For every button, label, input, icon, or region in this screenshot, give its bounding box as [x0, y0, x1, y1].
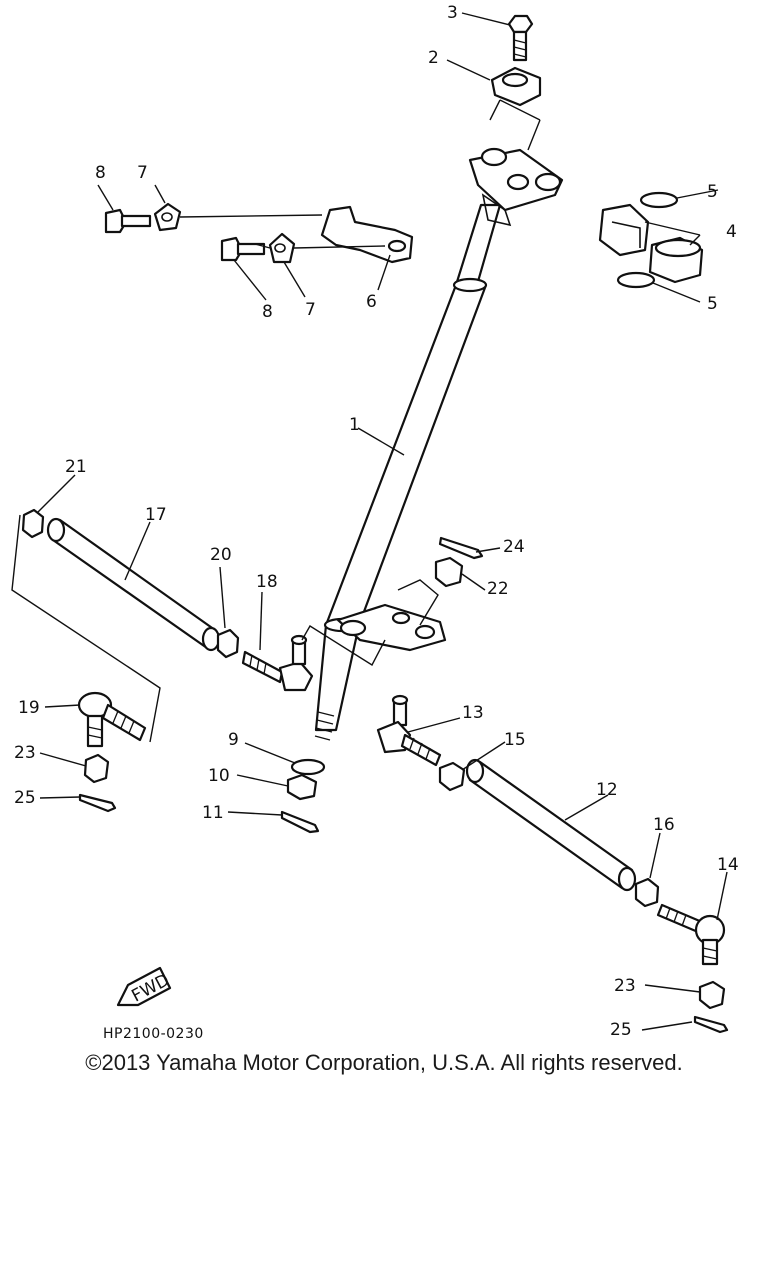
- callout-20: 20: [210, 545, 232, 565]
- column-bushing-upper: [598, 203, 650, 257]
- callout-18: 18: [256, 572, 278, 592]
- column-top-plate: [468, 147, 564, 227]
- callout-8-upper: 8: [95, 163, 106, 183]
- callout-14: 14: [717, 855, 739, 875]
- cotter-pin-11: [280, 810, 320, 834]
- callout-21: 21: [65, 457, 87, 477]
- castle-nut-10: [286, 773, 318, 801]
- callout-22: 22: [487, 579, 509, 599]
- callout-24: 24: [503, 537, 525, 557]
- castle-nut-22: [434, 556, 464, 588]
- callout-17: 17: [145, 505, 167, 525]
- callout-25-left: 25: [14, 788, 36, 808]
- callout-12: 12: [596, 780, 618, 800]
- cotter-pin-25-right: [693, 1015, 729, 1034]
- tie-rod-right: [465, 758, 637, 892]
- callout-7-upper: 7: [137, 163, 148, 183]
- callout-23-left: 23: [14, 743, 36, 763]
- callout-6: 6: [366, 292, 377, 312]
- callout-25-right: 25: [610, 1020, 632, 1040]
- cotter-pin-25-left: [78, 793, 117, 813]
- cotter-pin-24: [438, 536, 484, 560]
- callout-labels: 3 2 5 4 5 8 7 8 7 6 1 24 22 21 17 20 18 …: [14, 3, 739, 1040]
- clamp-bolt-upper: [104, 208, 152, 234]
- callout-11: 11: [202, 803, 224, 823]
- steering-column: [314, 203, 502, 741]
- locknut-15: [438, 761, 466, 792]
- steering-assembly-diagram: FWD 3 2: [11, 3, 739, 1040]
- column-bushing-lower: [648, 236, 704, 284]
- callout-2: 2: [428, 48, 439, 68]
- fwd-arrow-icon: FWD: [116, 966, 173, 1007]
- pitman-arm-plate: [336, 603, 447, 652]
- callout-1: 1: [349, 415, 360, 435]
- callout-19: 19: [18, 698, 40, 718]
- callout-3: 3: [447, 3, 458, 23]
- castle-nut-23-right: [698, 980, 726, 1010]
- plate-washer-9: [290, 758, 326, 776]
- locknut-21: [21, 508, 45, 539]
- oil-seal-upper: [639, 191, 679, 209]
- leader-lines: [37, 12, 728, 1031]
- callout-10: 10: [208, 766, 230, 786]
- callout-15: 15: [504, 730, 526, 750]
- clamp-bolt-lower: [220, 236, 266, 262]
- locknut-16: [634, 877, 660, 908]
- tie-rod-end-19: [77, 691, 147, 748]
- column-holder: [490, 66, 542, 107]
- callout-4: 4: [726, 222, 737, 242]
- copyright-notice: ©2013 Yamaha Motor Corporation, U.S.A. A…: [85, 1050, 683, 1075]
- callout-9: 9: [228, 730, 239, 750]
- callout-7-lower: 7: [305, 300, 316, 320]
- holder-bolt: [507, 14, 534, 62]
- callout-16: 16: [653, 815, 675, 835]
- clamp-collar-upper: [153, 202, 182, 232]
- diagram-code: HP2100-0230: [103, 1026, 204, 1042]
- column-clamp: [320, 205, 414, 264]
- callout-23-right: 23: [614, 976, 636, 996]
- tie-rod-end-13: [376, 694, 442, 767]
- callout-8-lower: 8: [262, 302, 273, 322]
- tie-rod-end-14: [656, 903, 726, 966]
- callout-5-lower: 5: [707, 294, 718, 314]
- callout-13: 13: [462, 703, 484, 723]
- clamp-collar-lower: [268, 232, 296, 264]
- locknut-20: [216, 628, 240, 659]
- callout-5-upper: 5: [707, 182, 718, 202]
- oil-seal-lower: [616, 271, 656, 289]
- tie-rod-end-18: [241, 634, 314, 692]
- castle-nut-23-left: [83, 753, 110, 784]
